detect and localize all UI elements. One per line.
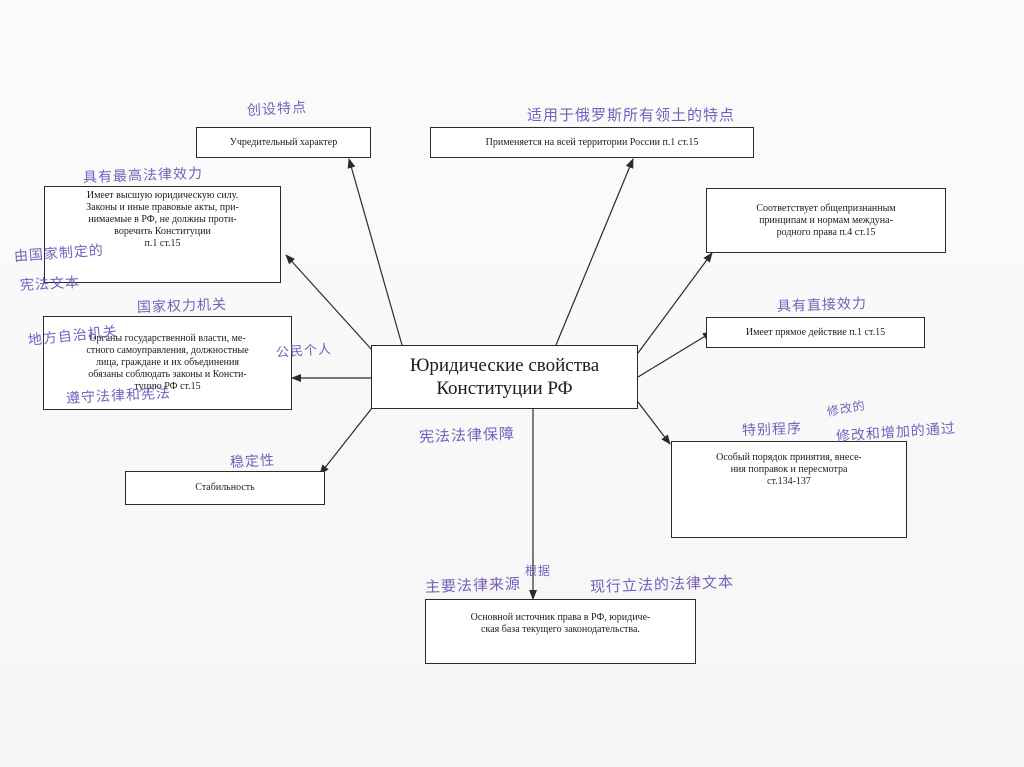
node-source: Основной источник права в РФ, юридиче- с… [425,599,696,664]
note-supreme-2b: 宪法文本 [19,274,81,294]
arrow-to-amend [637,401,671,445]
node-stability: Стабильность [125,471,325,505]
arrow-to-territory [555,158,634,346]
node-bodies: Органы государственной власти, ме- стног… [43,316,292,410]
node-amend-label: Особый порядок принятия, внесе- ния попр… [716,452,862,487]
arrow-to-stability [319,407,373,475]
node-direct: Имеет прямое действие п.1 ст.15 [706,317,925,348]
node-founding: Учредительный характер [196,127,371,158]
note-supreme: 具有最高法律效力 [82,165,204,186]
node-stability-label: Стабильность [195,482,255,493]
note-amend-1: 特别程序 [741,420,803,439]
node-source-label: Основной источник права в РФ, юридиче- с… [470,612,651,635]
note-stability: 稳定性 [229,452,276,471]
central-node-label: Юридические свойства Конституции РФ [409,355,600,399]
node-founding-label: Учредительный характер [229,136,338,148]
node-direct-label: Имеет прямое действие п.1 ст.15 [745,326,886,338]
node-supreme: Имеет высшую юридическую силу. Законы и … [44,186,281,283]
node-territory-label: Применяется на всей территории России п.… [485,136,699,148]
arrow-to-founding [347,158,403,346]
note-source-1b: 根据 [525,564,552,578]
arrow-to-supreme [285,254,373,351]
arrow-to-direct [637,331,713,378]
note-bodies-3: 公民个人 [275,342,333,361]
note-direct: 具有直接效力 [776,295,868,315]
note-source-1: 主要法律来源 [424,574,522,596]
arrow-to-international [637,252,713,354]
node-amend: Особый порядок принятия, внесе- ния попр… [671,441,907,538]
note-bodies-1: 国家权力机关 [136,296,228,316]
node-international-label: Соответствует общепризнанным принципам и… [756,202,896,238]
node-territory: Применяется на всей территории России п.… [430,127,754,158]
node-international: Соответствует общепризнанным принципам и… [706,188,946,253]
note-territory: 适用于俄罗斯所有领土的特点 [527,106,736,124]
central-node: Юридические свойства Конституции РФ [371,345,638,409]
node-supreme-label: Имеет высшую юридическую силу. Законы и … [86,190,239,249]
note-founding: 创设特点 [246,99,308,119]
note-center: 宪法法律保障 [418,424,516,446]
node-bodies-label: Органы государственной власти, ме- стног… [86,333,249,392]
